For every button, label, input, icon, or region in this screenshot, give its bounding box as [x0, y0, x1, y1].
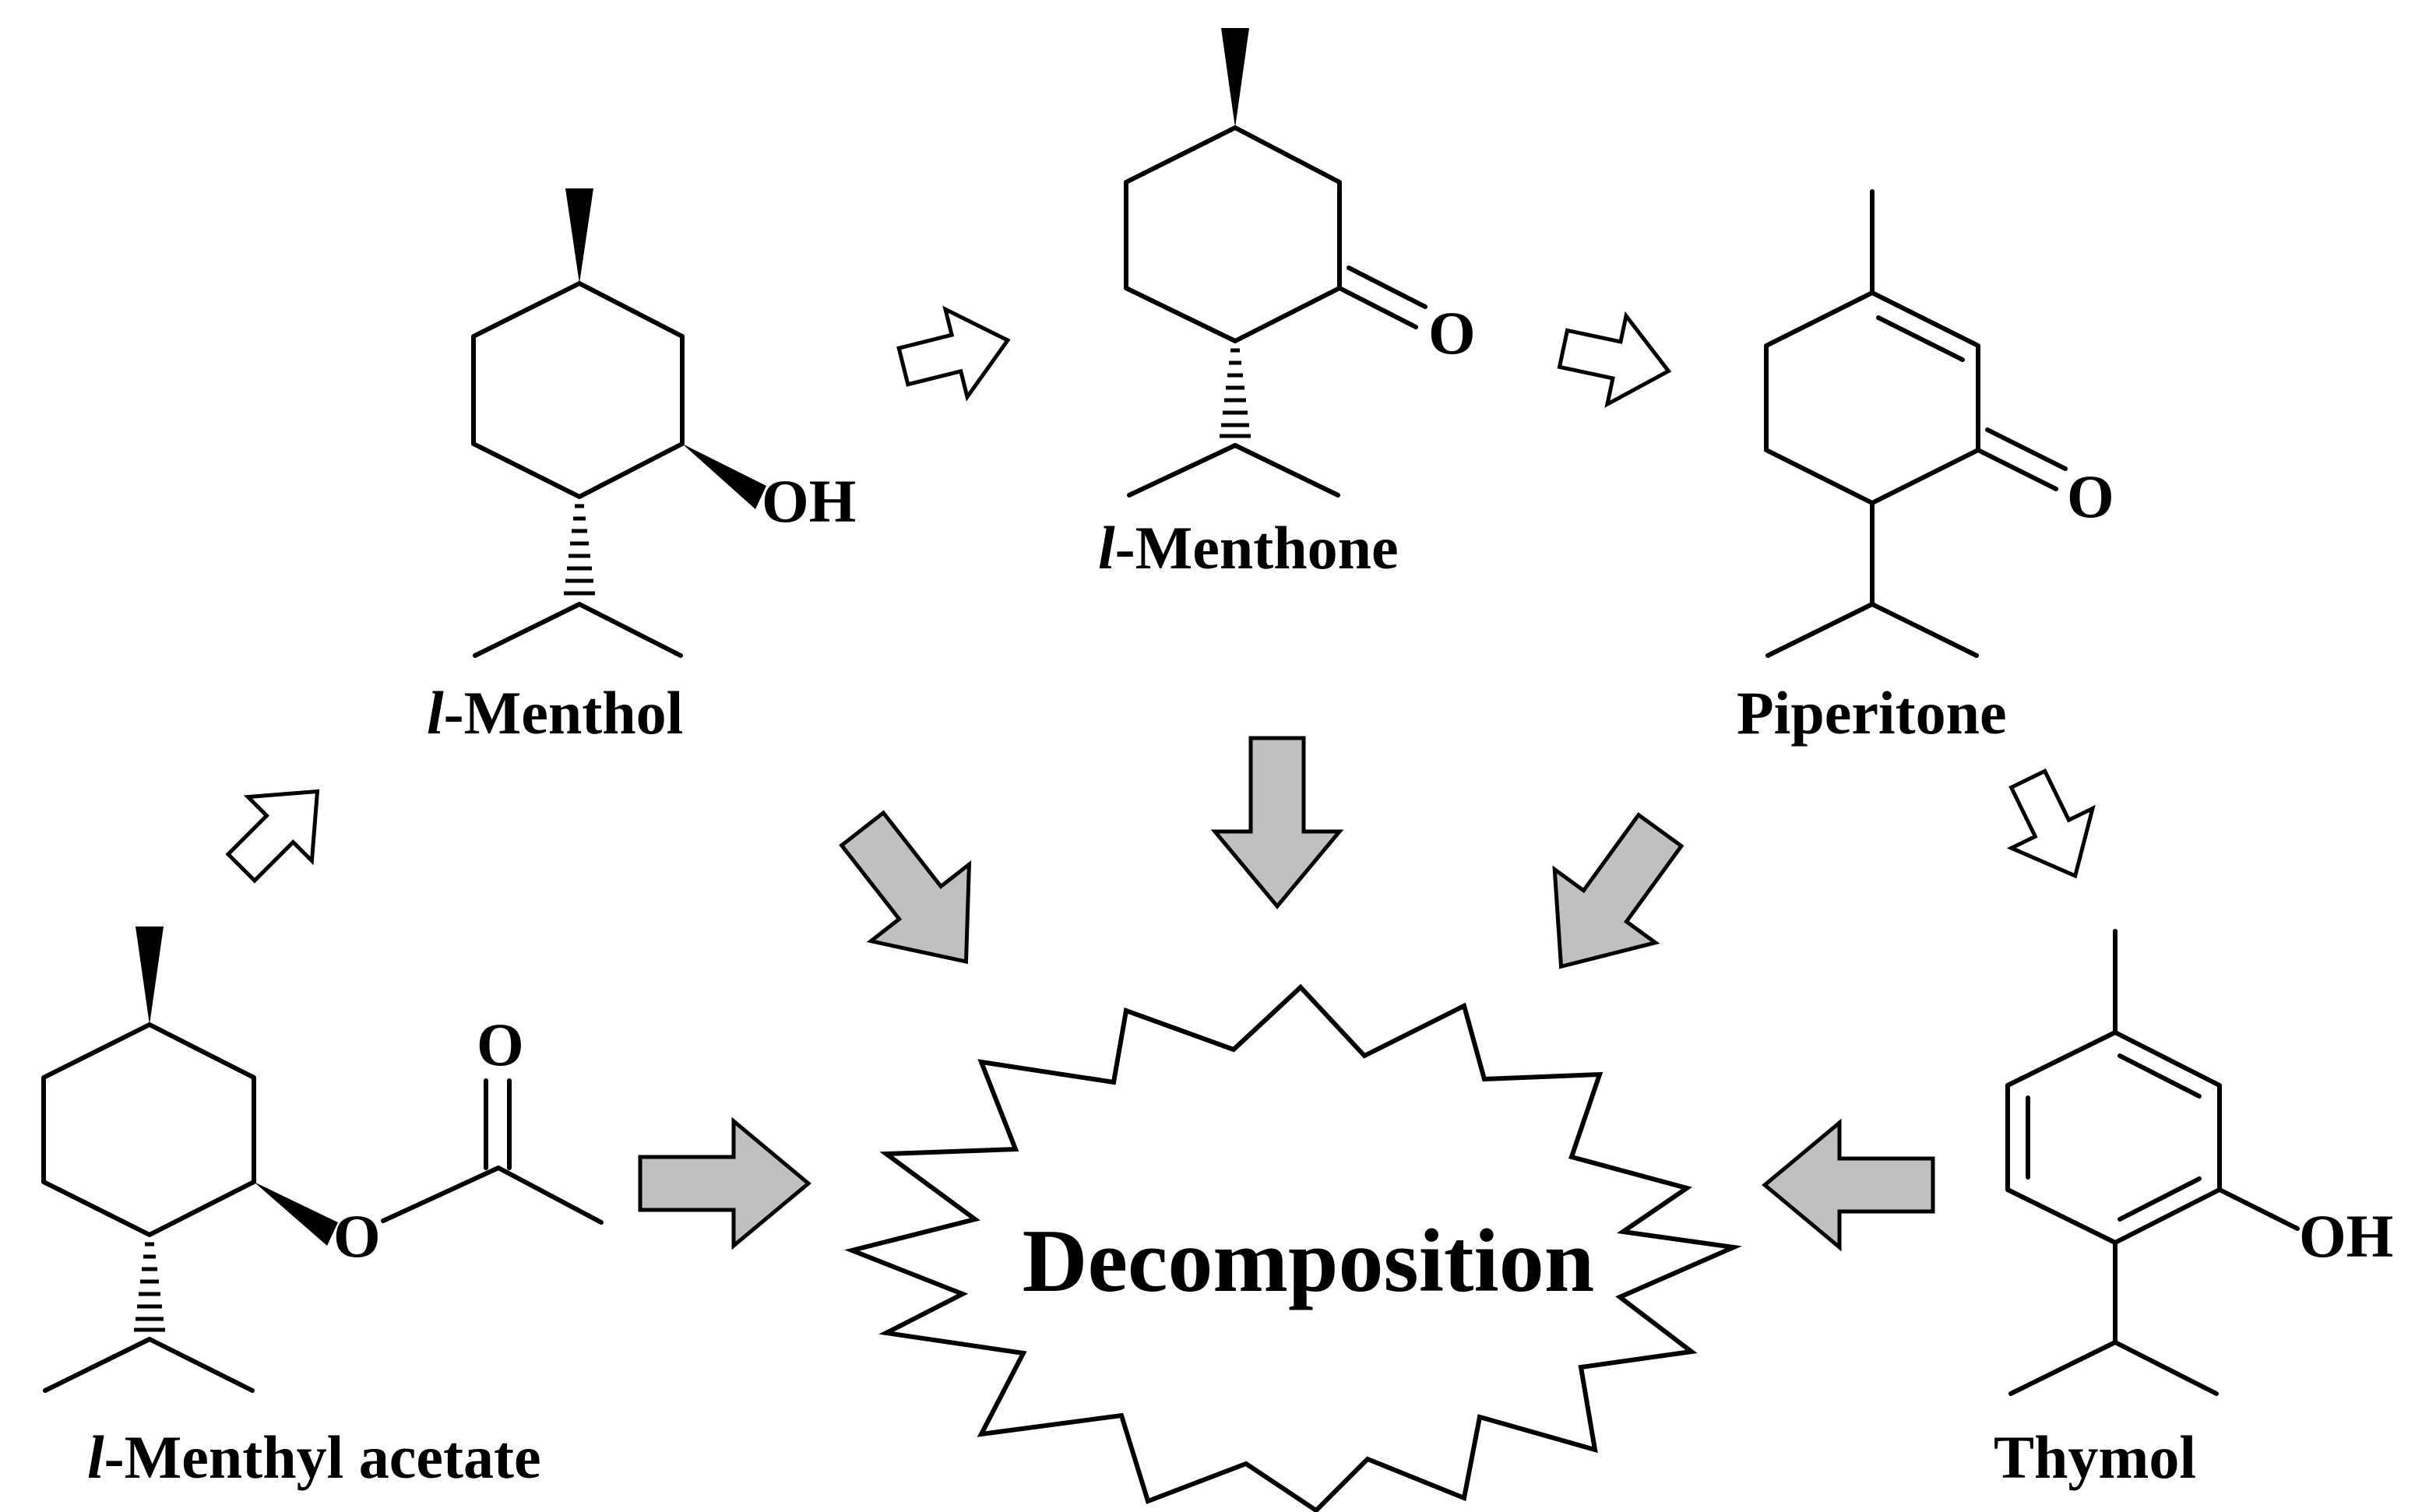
piperitone-isopropyl-bond-right	[1870, 602, 1979, 658]
thymol-structure: OH	[2005, 929, 2393, 1396]
menthone-o-label: O	[1428, 299, 1476, 367]
decomposition-arrow-from-menthol	[839, 810, 972, 965]
menthyl-acetate-o-c-bond	[381, 1166, 501, 1223]
thymol-aromatic-double-1	[2117, 1053, 2202, 1099]
conversion-arrow-menthol-to-menthone	[896, 305, 1011, 402]
menthol-methyl-wedge	[565, 188, 593, 283]
menthyl-acetate-structure: O O	[41, 927, 604, 1393]
thymol-name: Thymol	[1994, 1423, 2196, 1491]
conversion-arrow-piperitone-to-thymol	[2006, 768, 2096, 879]
conversion-arrow-acetate-to-menthol	[225, 789, 320, 884]
menthone-isopropyl-bond-left	[1127, 443, 1237, 498]
menthol-oh-label: OH	[762, 467, 856, 535]
menthyl-acetate-acetyl-methyl-bond	[496, 1166, 604, 1225]
menthone-name: l-Menthone	[1098, 514, 1399, 582]
piperitone-ring	[1764, 290, 1980, 505]
decomposition-arrow-from-menthyl-acetate	[638, 1116, 811, 1250]
thymol-oh-label: OH	[2299, 1202, 2393, 1270]
thymol-isopropyl-bond-left	[2008, 1340, 2117, 1396]
menthyl-acetate-name: l-Menthyl acetate	[87, 1423, 541, 1491]
menthone-carbonyl-bond-a	[1337, 286, 1418, 329]
menthyl-acetate-isopropyl-bond-right	[147, 1337, 255, 1393]
menthyl-acetate-ester-wedge	[254, 1182, 338, 1246]
piperitone-ring-double-bond	[1876, 315, 1965, 362]
decomposition-arrow-from-thymol	[1762, 1118, 1935, 1252]
thymol-oh-bond	[2217, 1187, 2300, 1231]
menthyl-acetate-methyl-wedge	[136, 927, 164, 1025]
menthyl-acetate-ring	[41, 1022, 256, 1237]
menthol-structure: OH	[471, 188, 856, 658]
menthol-isopropyl-bond-left	[473, 602, 582, 658]
piperitone-name: Piperitone	[1737, 679, 2007, 747]
menthone-structure: O	[1124, 28, 1476, 498]
thymol-aromatic-double-2	[2117, 1176, 2202, 1222]
menthyl-acetate-isopropyl-bond-left	[43, 1337, 152, 1393]
menthol-isopropyl-bond-right	[577, 602, 683, 658]
menthol-oh-wedge	[682, 444, 766, 509]
menthol-isopropyl-hash	[564, 504, 595, 596]
piperitone-o-label: O	[2067, 462, 2114, 530]
menthone-carbonyl-bond-b	[1347, 265, 1428, 309]
menthone-ring	[1124, 125, 1342, 343]
menthol-ring	[471, 281, 685, 499]
decomposition-arrow-from-menthone	[1210, 736, 1344, 909]
menthone-isopropyl-hash	[1220, 348, 1251, 438]
piperitone-structure: O	[1764, 189, 2114, 658]
menthyl-acetate-isopropyl-hash	[134, 1242, 165, 1332]
decomposition-arrow-from-piperitone	[1552, 812, 1684, 969]
thymol-isopropyl-bond-right	[2113, 1340, 2219, 1396]
menthone-methyl-wedge	[1221, 28, 1249, 128]
conversion-arrow-menthone-to-piperitone	[1557, 311, 1672, 408]
decomposition-label: Decomposition	[1023, 1211, 1595, 1311]
menthol-name: l-Menthol	[427, 679, 683, 747]
thymol-ring	[2005, 1030, 2222, 1245]
piperitone-carbonyl-bond-b	[1985, 427, 2068, 471]
decomposition-burst	[844, 983, 1742, 1512]
menthyl-acetate-ester-o-label: O	[333, 1202, 381, 1270]
piperitone-carbonyl-bond-a	[1976, 448, 2058, 491]
menthyl-acetate-carbonyl-o-label: O	[477, 1011, 524, 1078]
piperitone-isopropyl-bond-left	[1765, 602, 1875, 658]
menthone-isopropyl-bond-right	[1233, 443, 1340, 498]
